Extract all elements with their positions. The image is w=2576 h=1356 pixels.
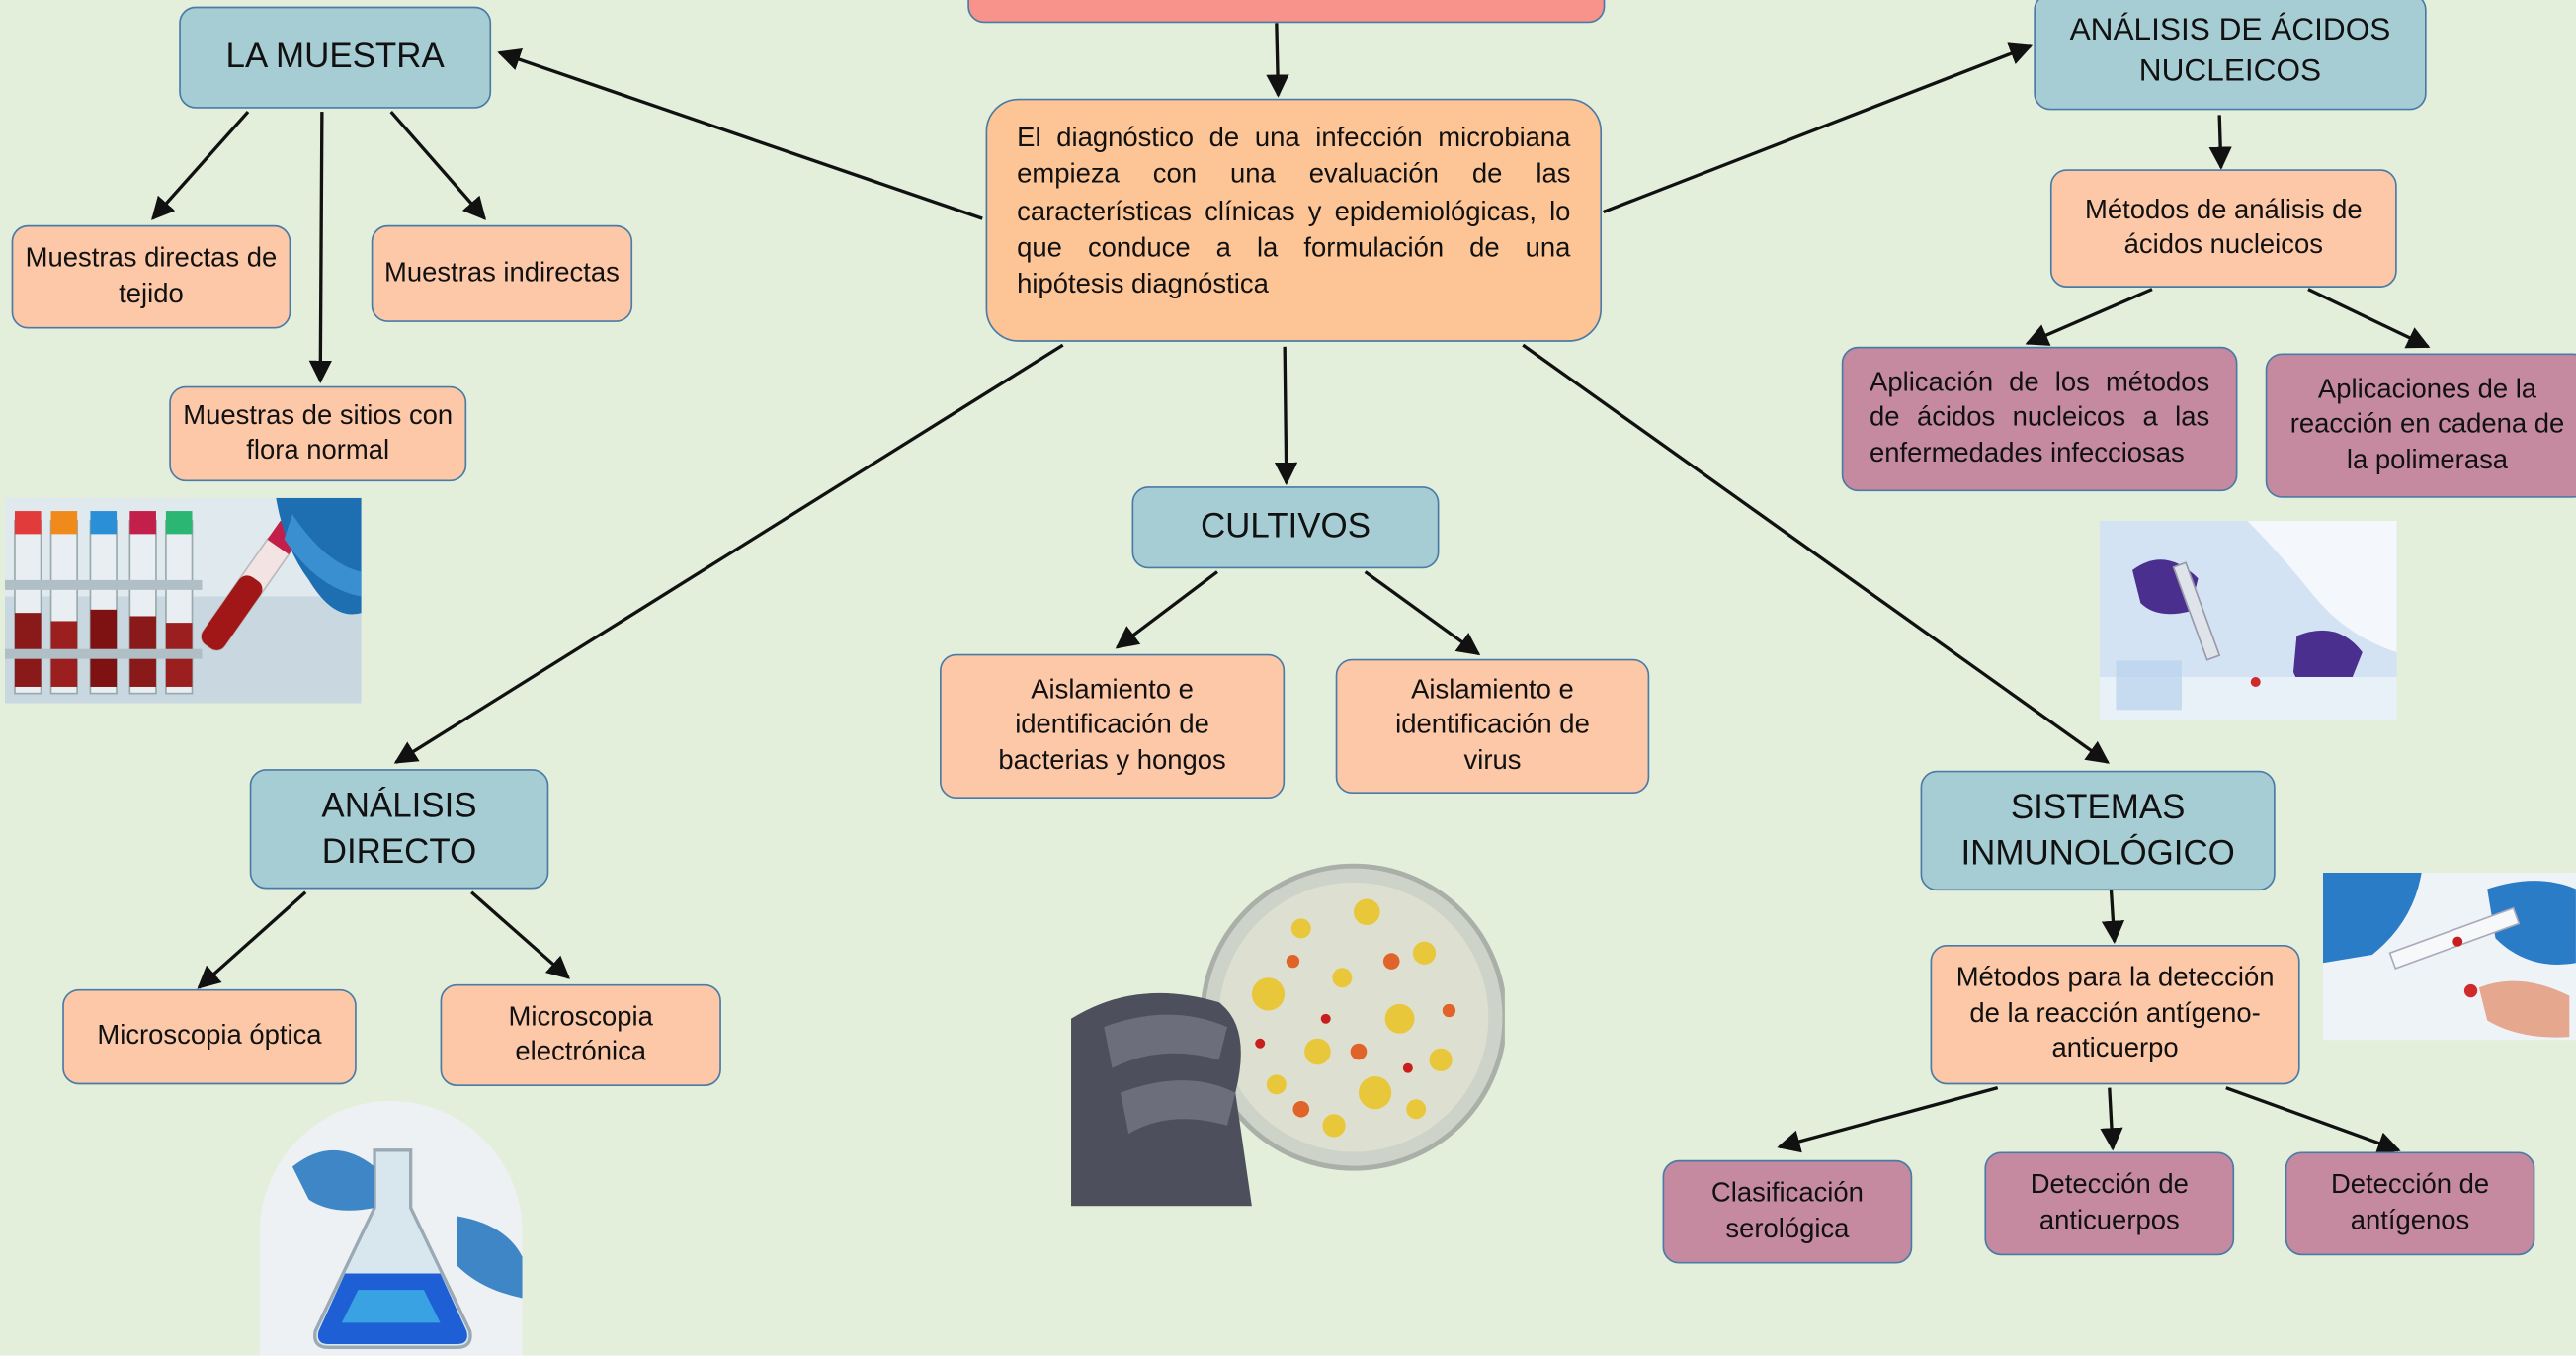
muestras-directas-text: Muestras directas de tejido	[25, 243, 278, 308]
inmuno-header: SISTEMAS INMUNOLÓGICO	[1920, 770, 2276, 891]
acidos-title: ANÁLISIS DE ÁCIDOS NUCLEICOS	[2069, 12, 2391, 88]
clasificacion-serologica-box: Clasificación serológica	[1662, 1159, 1913, 1264]
lab-pipette-photo	[2099, 521, 2397, 720]
acidos-pcr-text: Aplicaciones de la reacción en cadena de…	[2289, 374, 2565, 475]
flask-photo	[259, 1100, 523, 1356]
acidos-aplicacion-text: Aplicación de los métodos de ácidos nucl…	[1870, 368, 2210, 468]
muestras-indirectas-text: Muestras indirectas	[383, 257, 620, 288]
cultivos-header: CULTIVOS	[1131, 486, 1440, 569]
cultivos-title: CULTIVOS	[1200, 508, 1371, 547]
directo-title: ANÁLISIS DIRECTO	[321, 787, 477, 871]
directo-header: ANÁLISIS DIRECTO	[249, 769, 549, 890]
acidos-method-text: Métodos de análisis de ácidos nucleicos	[2085, 195, 2363, 260]
muestra-title: LA MUESTRA	[225, 38, 445, 77]
blood-tubes-photo	[4, 497, 362, 704]
clasificacion-serologica-text: Clasificación serológica	[1710, 1178, 1864, 1243]
inmuno-title: SISTEMAS INMUNOLÓGICO	[1960, 789, 2235, 873]
muestras-directas-box: Muestras directas de tejido	[11, 224, 291, 329]
top-title-box	[967, 0, 1606, 24]
microscopia-optica-box: Microscopia óptica	[62, 988, 357, 1085]
cultivos-bacterias-box: Aislamiento e identificación de bacteria…	[940, 653, 1286, 800]
center-text: El diagnóstico de una infección microbia…	[1017, 123, 1571, 299]
acidos-method-box: Métodos de análisis de ácidos nucleicos	[2049, 169, 2397, 288]
inmuno-method-text: Métodos para la detección de la reacción…	[1955, 963, 2275, 1064]
cultivos-bacterias-text: Aislamiento e identificación de bacteria…	[998, 675, 1226, 776]
microscopia-optica-text: Microscopia óptica	[97, 1020, 322, 1051]
acidos-aplicacion-box: Aplicación de los métodos de ácidos nucl…	[1841, 346, 2238, 492]
cultivos-virus-text: Aislamiento e identificación de virus	[1395, 675, 1590, 776]
deteccion-anticuerpos-box: Detección de anticuerpos	[1984, 1151, 2235, 1256]
acidos-pcr-box: Aplicaciones de la reacción en cadena de…	[2265, 353, 2576, 498]
muestras-flora-text: Muestras de sitios con flora normal	[183, 399, 454, 466]
microscopia-electronica-box: Microscopia electrónica	[440, 983, 721, 1086]
petri-dish-photo	[1071, 862, 1505, 1207]
deteccion-anticuerpos-text: Detección de anticuerpos	[2030, 1169, 2189, 1235]
muestra-header: LA MUESTRA	[179, 6, 492, 109]
deteccion-antigenos-text: Detección de antígenos	[2330, 1169, 2490, 1235]
microscopia-electronica-text: Microscopia electrónica	[508, 1001, 653, 1067]
cultivos-virus-box: Aislamiento e identificación de virus	[1335, 658, 1650, 795]
muestras-indirectas-box: Muestras indirectas	[371, 224, 633, 322]
muestras-flora-box: Muestras de sitios con flora normal	[169, 385, 467, 482]
acidos-header: ANÁLISIS DE ÁCIDOS NUCLEICOS	[2034, 0, 2427, 111]
center-hypothesis-box: El diagnóstico de una infección microbia…	[985, 98, 1603, 342]
rapid-test-photo	[2322, 872, 2576, 1041]
inmuno-method-box: Métodos para la detección de la reacción…	[1930, 944, 2300, 1085]
deteccion-antigenos-box: Detección de antígenos	[2285, 1151, 2535, 1256]
